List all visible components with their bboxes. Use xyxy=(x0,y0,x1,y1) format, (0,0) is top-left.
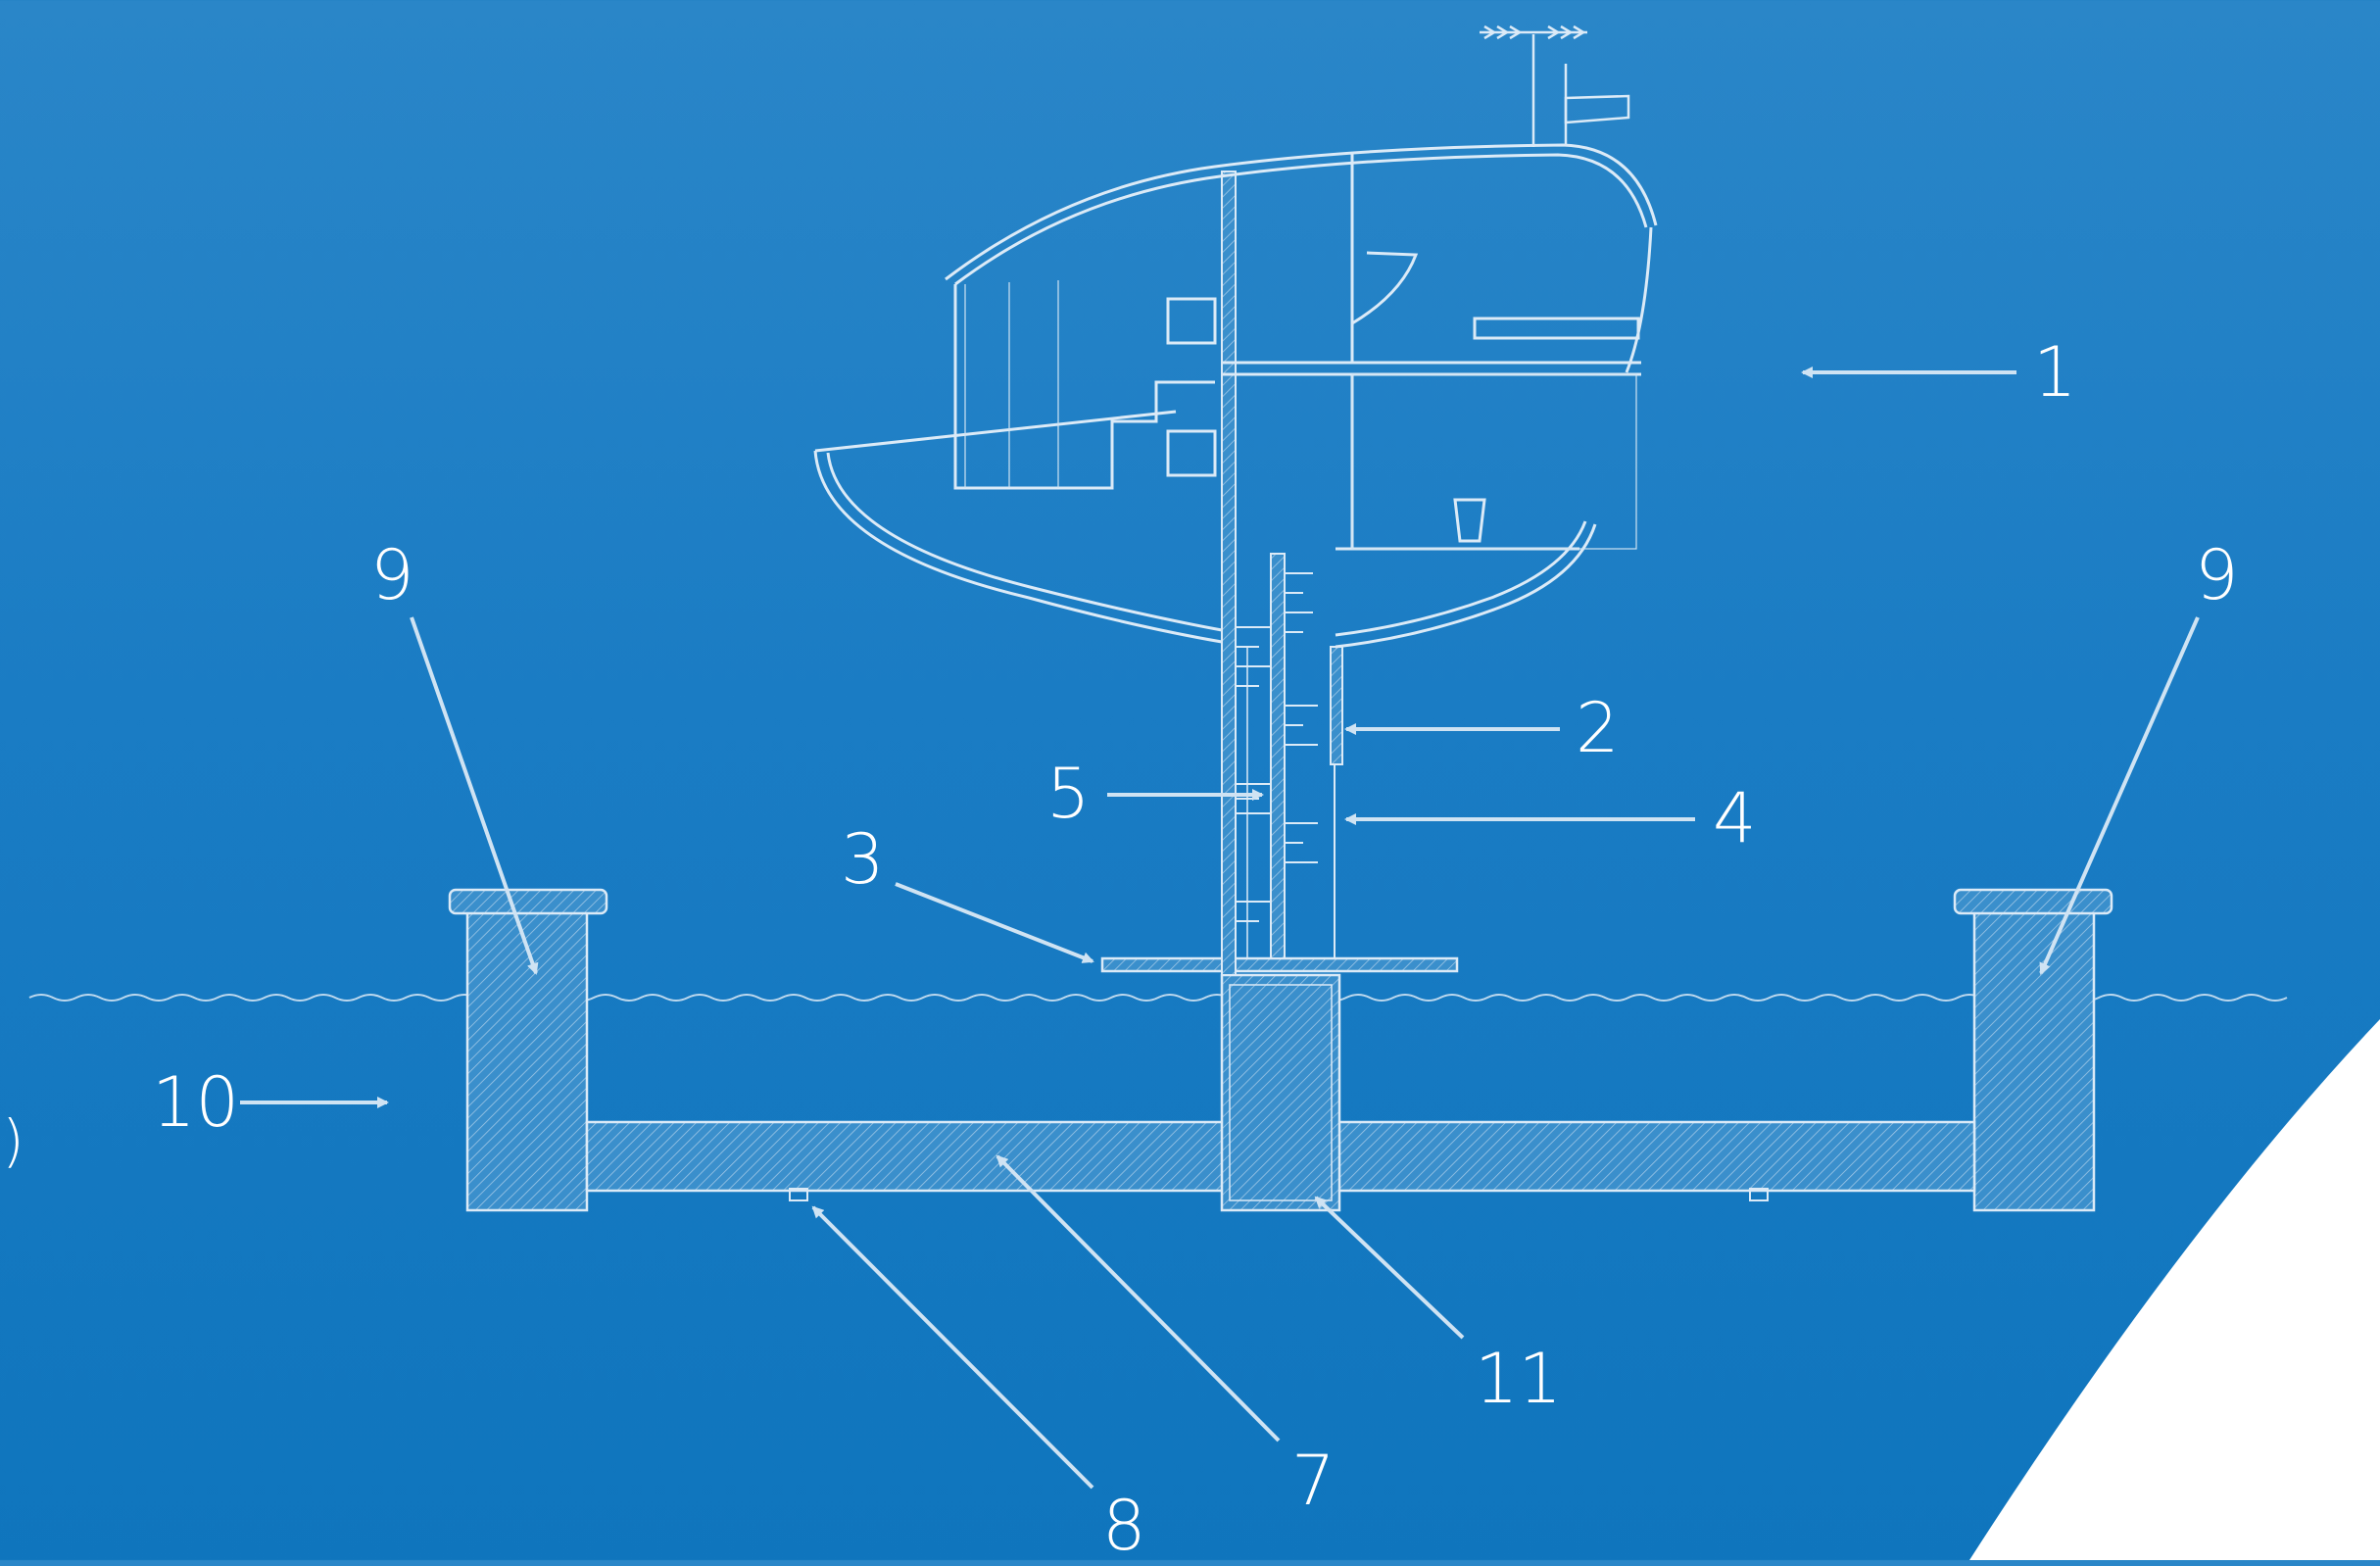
callout-2: 2 xyxy=(1576,688,1620,768)
cabin-panels xyxy=(964,280,1637,550)
callout-9-right: 9 xyxy=(2195,535,2239,615)
cropped-label: l) xyxy=(0,1107,24,1174)
leader-3 xyxy=(895,882,1094,963)
cabin-hull-bottom xyxy=(813,450,1223,644)
left-float-cap xyxy=(448,888,608,915)
leader-lines xyxy=(240,367,2200,1490)
callout-4: 4 xyxy=(1713,778,1757,858)
callout-7: 7 xyxy=(1291,1441,1336,1521)
ratchet-teeth xyxy=(1236,572,1318,922)
leader-8 xyxy=(811,1205,1094,1490)
mast-antenna xyxy=(1480,24,1630,147)
anchor-point-left xyxy=(789,1188,808,1201)
page-curl xyxy=(1969,1019,2380,1560)
cabin xyxy=(813,143,1658,649)
central-mast xyxy=(1221,171,1237,976)
center-socket xyxy=(1220,973,1341,1212)
callout-10: 10 xyxy=(152,1062,240,1143)
right-float xyxy=(1972,909,2096,1212)
callout-5: 5 xyxy=(1046,754,1091,834)
leader-9-right xyxy=(2039,616,2200,975)
callout-9-left: 9 xyxy=(370,535,414,615)
ratchet-rack xyxy=(1270,553,1286,959)
platform-plate xyxy=(1100,956,1459,973)
callout-11: 11 xyxy=(1475,1339,1563,1419)
anchor-point-right xyxy=(1749,1188,1769,1201)
leader-7 xyxy=(996,1154,1281,1443)
socket-inner xyxy=(1229,984,1333,1201)
callout-3: 3 xyxy=(841,819,885,900)
right-float-cap xyxy=(1953,888,2113,915)
water-surface xyxy=(28,994,2288,1002)
callout-1: 1 xyxy=(2033,332,2077,413)
leader-9-left xyxy=(410,616,539,975)
callout-8: 8 xyxy=(1102,1486,1146,1566)
leader-11 xyxy=(1314,1196,1465,1340)
cabin-roof xyxy=(945,143,1658,281)
lower-sleeve xyxy=(1330,646,1343,765)
left-float xyxy=(465,909,589,1212)
